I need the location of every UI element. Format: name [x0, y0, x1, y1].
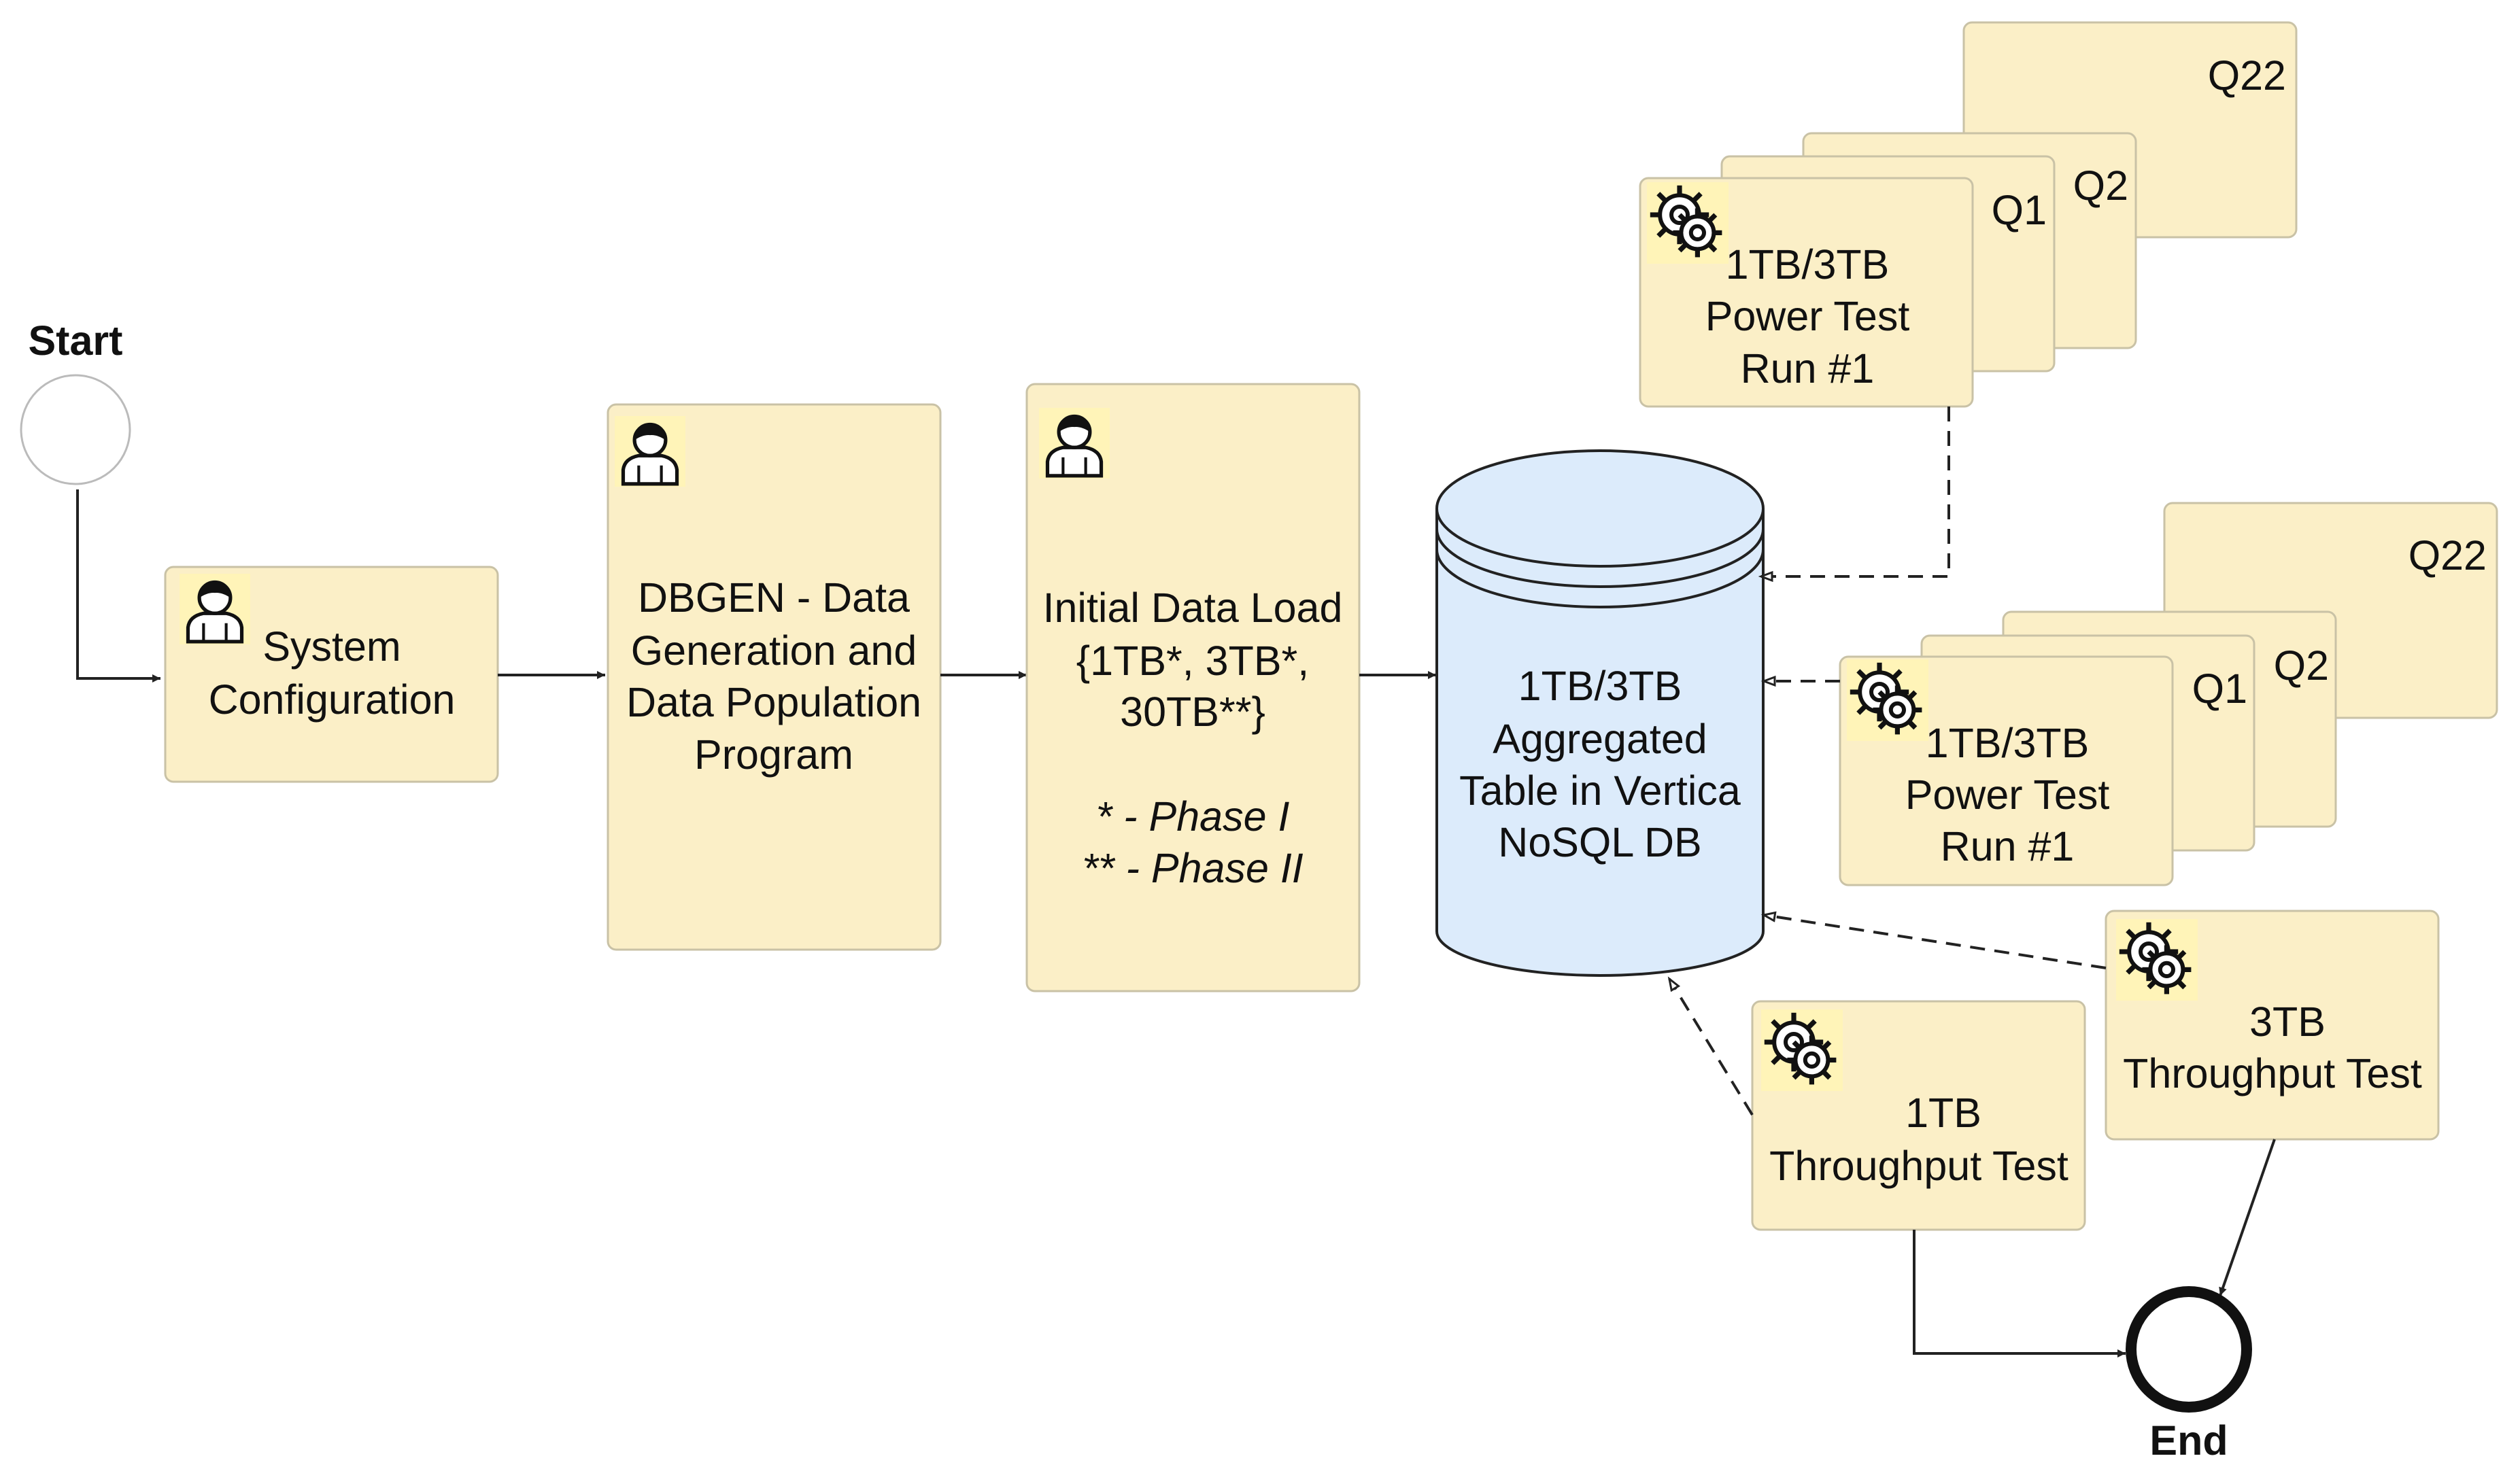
datastore-label-line: 1TB/3TB [1518, 663, 1682, 709]
task-1tb-throughput-test[interactable]: 1TB Throughput Test [1751, 1000, 2086, 1231]
task-label-line: Run #1 [1941, 823, 2075, 869]
task-dbgen[interactable]: DBGEN - Data Generation and Data Populat… [607, 403, 942, 951]
query-label: Q2 [2073, 162, 2128, 209]
datastore-vertica[interactable]: 1TB/3TB Aggregated Table in Vertica NoSQ… [1435, 449, 1765, 977]
datastore-label-line: Table in Vertica [1459, 767, 1741, 814]
flow-1tb-to-end [1913, 1230, 2126, 1358]
datastore-label-line: Aggregated [1493, 716, 1707, 762]
query-label: Q1 [1992, 187, 2047, 233]
association-1tb-to-datastore [1669, 979, 1754, 1116]
task-label-line: Generation and [631, 627, 917, 674]
task-label-line: Throughput Test [1769, 1143, 2068, 1189]
user-icon [615, 416, 685, 487]
task-label-line: Throughput Test [2123, 1050, 2422, 1096]
task-label-line: System [262, 623, 401, 670]
association-3tb-to-datastore [1764, 915, 2107, 969]
task-label-line: Initial Data Load [1043, 585, 1343, 631]
task-label-line: DBGEN - Data [638, 574, 910, 621]
datastore-label-line: NoSQL DB [1498, 819, 1701, 865]
association-power-a-to-datastore [1761, 407, 1950, 576]
phase-note: ** - Phase II [1082, 845, 1304, 891]
task-label-line: Data Population [626, 679, 921, 725]
gear-icon [1647, 182, 1729, 264]
task-label-line: Power Test [1905, 772, 2110, 818]
flow-start-to-config [76, 489, 160, 682]
task-label-line: {1TB*, 3TB*, [1076, 638, 1309, 684]
flow-3tb-to-end [2219, 1139, 2276, 1296]
task-label-line: 30TB**} [1120, 689, 1265, 735]
start-label: Start [29, 317, 123, 364]
task-label-line: Power Test [1705, 293, 1910, 339]
gear-icon [1847, 659, 1928, 741]
task-label-line: 1TB/3TB [1926, 720, 2090, 766]
task-label-line: Configuration [209, 676, 456, 723]
gear-icon [2116, 919, 2198, 1001]
task-system-configuration[interactable]: System Configuration [164, 566, 499, 783]
query-label: Q1 [2192, 666, 2247, 712]
task-3tb-throughput-test[interactable]: 3TB Throughput Test [2105, 910, 2440, 1141]
query-label: Q22 [2208, 52, 2286, 99]
user-icon [1039, 408, 1110, 479]
end-event[interactable] [2126, 1286, 2252, 1413]
start-event[interactable] [20, 374, 131, 485]
user-icon [180, 574, 250, 644]
task-label-line: 3TB [2249, 999, 2326, 1045]
query-label: Q2 [2274, 642, 2329, 689]
phase-note: * - Phase I [1096, 793, 1290, 840]
task-initial-data-load[interactable]: Initial Data Load {1TB*, 3TB*, 30TB**} *… [1025, 383, 1361, 992]
task-label-line: 1TB [1905, 1090, 1981, 1136]
task-label-line: Program [694, 731, 853, 778]
task-label-line: Run #1 [1741, 345, 1875, 392]
power-test-stack-b[interactable]: Q22 Q2 Q1 1TB/3TB Power Test Run #1 [1839, 502, 2498, 886]
gear-icon [1761, 1009, 1843, 1091]
power-test-stack-a[interactable]: Q22 Q2 Q1 1TB/3TB Power Test Run #1 [1639, 21, 2298, 408]
end-label: End [2149, 1417, 2228, 1464]
query-label: Q22 [2408, 532, 2487, 578]
task-label-line: 1TB/3TB [1726, 241, 1890, 288]
